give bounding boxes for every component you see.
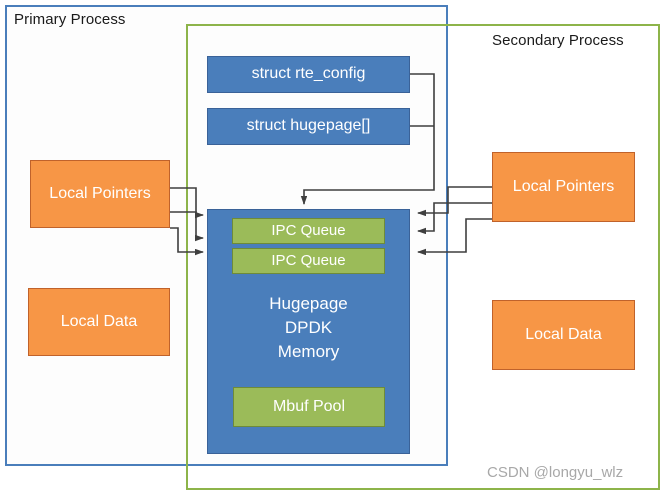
memory-label-line-1: Hugepage (269, 294, 348, 313)
memory-label-line-2: DPDK (284, 318, 333, 338)
primary-local-data-label: Local Data (60, 312, 138, 330)
mbuf-pool-label: Mbuf Pool (272, 397, 346, 415)
ipc-queue-label-2: IPC Queue (271, 252, 346, 270)
primary-local-pointers-box[interactable]: Local Pointers (30, 160, 170, 228)
mbuf-pool-box[interactable]: Mbuf Pool (233, 387, 385, 427)
secondary-local-pointers-label: Local Pointers (512, 177, 615, 195)
struct-hugepage-array-box[interactable]: struct hugepage[] (207, 108, 410, 145)
struct-rte-config-box[interactable]: struct rte_config (207, 56, 410, 93)
struct-hugepage-array-label: struct hugepage[] (246, 117, 371, 135)
memory-label-line-3: Memory (277, 342, 340, 362)
secondary-process-frame (186, 24, 660, 490)
primary-local-pointers-label: Local Pointers (49, 184, 151, 202)
secondary-local-pointers-box[interactable]: Local Pointers (492, 152, 635, 222)
ipc-queue-box-2[interactable]: IPC Queue (232, 248, 385, 274)
secondary-process-label: Secondary Process (492, 32, 624, 49)
hugepage-dpdk-memory-label: Hugepage DPDK Memory (208, 292, 409, 364)
struct-rte-config-label: struct rte_config (251, 65, 366, 83)
secondary-local-data-box[interactable]: Local Data (492, 300, 635, 370)
ipc-queue-box-1[interactable]: IPC Queue (232, 218, 385, 244)
watermark-text: CSDN @longyu_wlz (487, 464, 624, 481)
ipc-queue-label-1: IPC Queue (271, 222, 346, 240)
primary-process-label: Primary Process (14, 11, 126, 28)
secondary-local-data-label: Local Data (525, 325, 602, 343)
primary-local-data-box[interactable]: Local Data (28, 288, 170, 356)
